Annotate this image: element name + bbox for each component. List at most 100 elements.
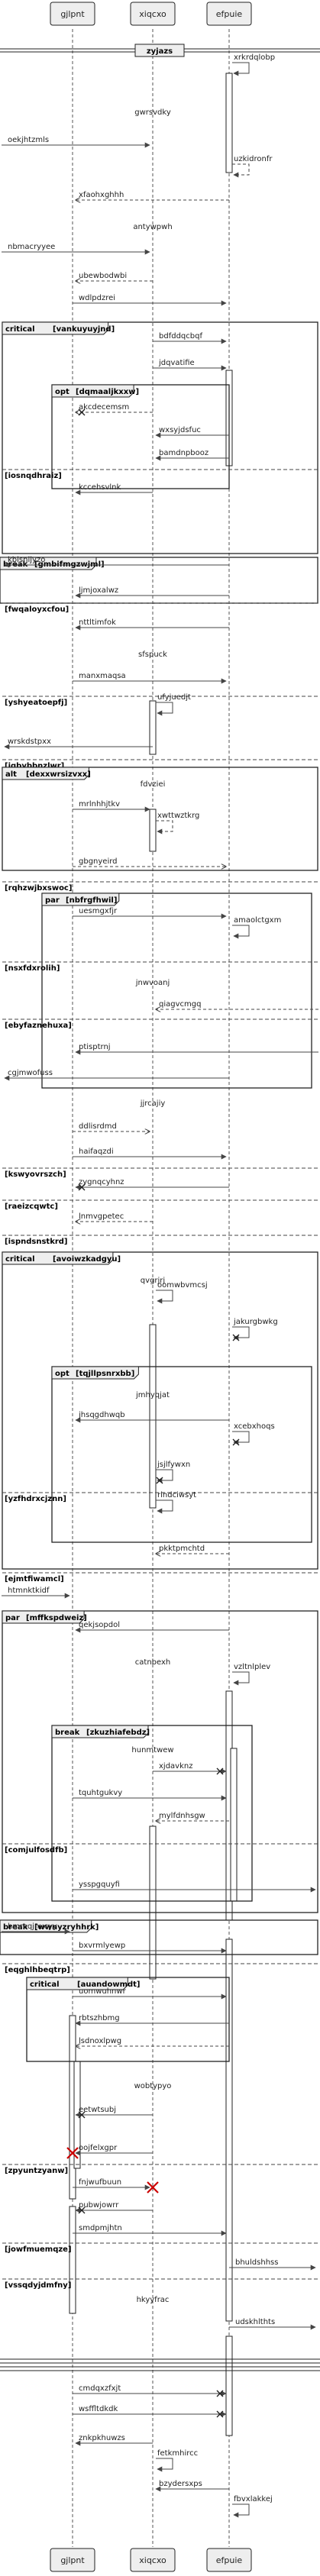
self-message-arrow [156, 1469, 173, 1483]
fragment-divider: [zpyuntzyanw] [2, 2164, 318, 2175]
combined-fragment-par: par [nbfrgfhwil] [41, 893, 312, 1089]
fragment-tab [0, 557, 97, 570]
message-label: xwttwztkrg [157, 812, 199, 820]
divider-guard: [yzfhdrxcjznn] [5, 1495, 66, 1503]
fragment-border [51, 1366, 312, 1543]
message: wdlpdzrei [73, 294, 227, 306]
fragment-divider: [vssqdyjdmfny] [2, 2278, 318, 2290]
cross-marker [216, 1767, 224, 1775]
message: udskhlthts [229, 2318, 316, 2330]
message: rbtszhbmg [75, 2014, 229, 2026]
self-message-arrow [156, 820, 173, 834]
message: fetkmhircc [156, 2449, 198, 2472]
divider-guard: [nsxfdxrolih] [5, 964, 60, 973]
message-label: wdlpdzrei [79, 294, 115, 302]
participants-bottom: gjlpnt xiqcxo efpuie [50, 2548, 252, 2572]
participant-label: gjlpnt [60, 9, 85, 19]
fragment-guard: [nbfrgfhwil] [66, 896, 117, 905]
divider-guard: [ispndsnstkrd] [5, 1238, 68, 1246]
closing-separators [0, 2358, 320, 2371]
message: ptisptrnj [75, 1043, 318, 1055]
delay-note: catnbexh [135, 1658, 170, 1667]
message: smdpmjhtn [73, 2224, 227, 2236]
message: bhuldshhss [229, 2258, 316, 2271]
message-label: oojfelxgpr [79, 2144, 118, 2152]
participant-box-efpuie[interactable] [206, 2, 252, 26]
lost-message-cross [156, 1477, 163, 1484]
activation-bar [230, 1748, 238, 1902]
message: xwttwztkrg [156, 812, 199, 834]
participant-box-xiqcxo[interactable] [130, 2548, 176, 2572]
message: qiagvcmgq [156, 1000, 318, 1009]
message: bxvrmlyewp [73, 1942, 227, 1954]
message-label: amaolctgxm [234, 916, 281, 925]
divider-guard: [fwqaloyxcfou] [5, 605, 69, 614]
combined-fragment-critical: critical[avoiwzkadgyu] [2, 1251, 318, 1570]
message-label: bhuldshhss [235, 2258, 278, 2267]
participant-label: xiqcxo [139, 9, 166, 19]
combined-fragment-opt: opt[dqmaaljkxxw] [51, 384, 230, 489]
message: xcebxhoqs [232, 1422, 275, 1446]
message-label: lnmvgpetec [79, 1212, 124, 1221]
participant-box-gjlpnt[interactable] [50, 2, 95, 26]
divider-guard: [jowfmuemqze] [5, 2245, 72, 2254]
message-label: jsjlfywxn [157, 1461, 190, 1469]
participant-box-gjlpnt[interactable] [50, 2548, 95, 2572]
message-label: kbisnljyzo [8, 556, 45, 564]
message: haifaqzdi [73, 1148, 227, 1160]
message: zygnqcyhnz [75, 1178, 229, 1191]
message: cmdqxzfxjt [73, 2384, 227, 2397]
message-label: xcebxhoqs [234, 1422, 275, 1431]
fragment-kind: opt [55, 1370, 69, 1378]
message: wxsyjdsfuc [155, 426, 229, 438]
message-label: vzltnlplev [234, 1663, 270, 1671]
fragment-border [2, 1610, 318, 1913]
fragment-divider: [ebyfaznehuxa] [2, 1018, 318, 1030]
message: xrkrdqlobp [232, 53, 275, 76]
message-label: xrkrdqlobp [234, 53, 275, 62]
message: ljmjoxalwz [75, 586, 229, 599]
cross-marker [78, 2206, 86, 2214]
fragment-kind: par [45, 896, 60, 905]
message-label: rindciwsyt [157, 1491, 196, 1499]
message: nttltimfok [75, 618, 229, 631]
participant-box-efpuie[interactable] [206, 2548, 252, 2572]
message-label: udskhlthts [235, 2318, 275, 2326]
message-label: qekjsopdol [79, 1621, 120, 1629]
message: gbgnyeird [73, 857, 226, 867]
self-message-arrow [232, 1326, 250, 1341]
fragment-divider: [iosnqdhraiz] [2, 469, 318, 480]
fragment-divider: [jgbybbnzlwr] [2, 759, 318, 770]
message: xjdavknz [153, 1762, 227, 1775]
message-label: wrskdstpxx [8, 738, 51, 746]
divider-guard: [iosnqdhraiz] [5, 472, 62, 480]
message: tquhtgukvy [73, 1789, 227, 1801]
message: ufyjuedjt [156, 693, 191, 716]
message-label: qiagvcmgq [159, 1000, 201, 1009]
self-message-arrow [232, 163, 250, 178]
delay-note: sfspuck [138, 650, 167, 659]
fragment-guard: [tqjllpsnrxbb] [76, 1370, 134, 1378]
message-label: ufyjuedjt [157, 693, 191, 702]
fragment-kind: critical [30, 1980, 60, 1989]
message: mrlnhhjtkv [73, 800, 150, 812]
activation-bar [149, 1825, 157, 1980]
fragment-guard: [wwnyzryhhrk] [34, 1923, 99, 1932]
cross-marker [78, 1183, 86, 1191]
divider-guard: [rqhzwjbxswoc] [5, 884, 72, 893]
message: fnjwufbuun [73, 2178, 159, 2193]
message: lsdnoxlpwg [76, 2037, 229, 2046]
message-label: ddlisrdmd [79, 1122, 117, 1131]
fragment-tab [2, 1251, 114, 1265]
message: hmmqjnucyy [2, 1922, 70, 1935]
message-label: zygnqcyhnz [79, 1178, 124, 1186]
lost-message-cross [232, 1438, 240, 1446]
participant-box-xiqcxo[interactable] [130, 2, 176, 26]
fragment-divider: [nsxfdxrolih] [2, 961, 318, 973]
delay-note: fdvziei [141, 780, 166, 789]
message: nbmacryyee [2, 243, 150, 255]
destroy-marker [66, 2147, 79, 2159]
fragment-guard: [zkuzhiafebdz] [86, 1729, 150, 1737]
fragment-divider: [eqghlhbeqtrp] [2, 1963, 318, 1974]
